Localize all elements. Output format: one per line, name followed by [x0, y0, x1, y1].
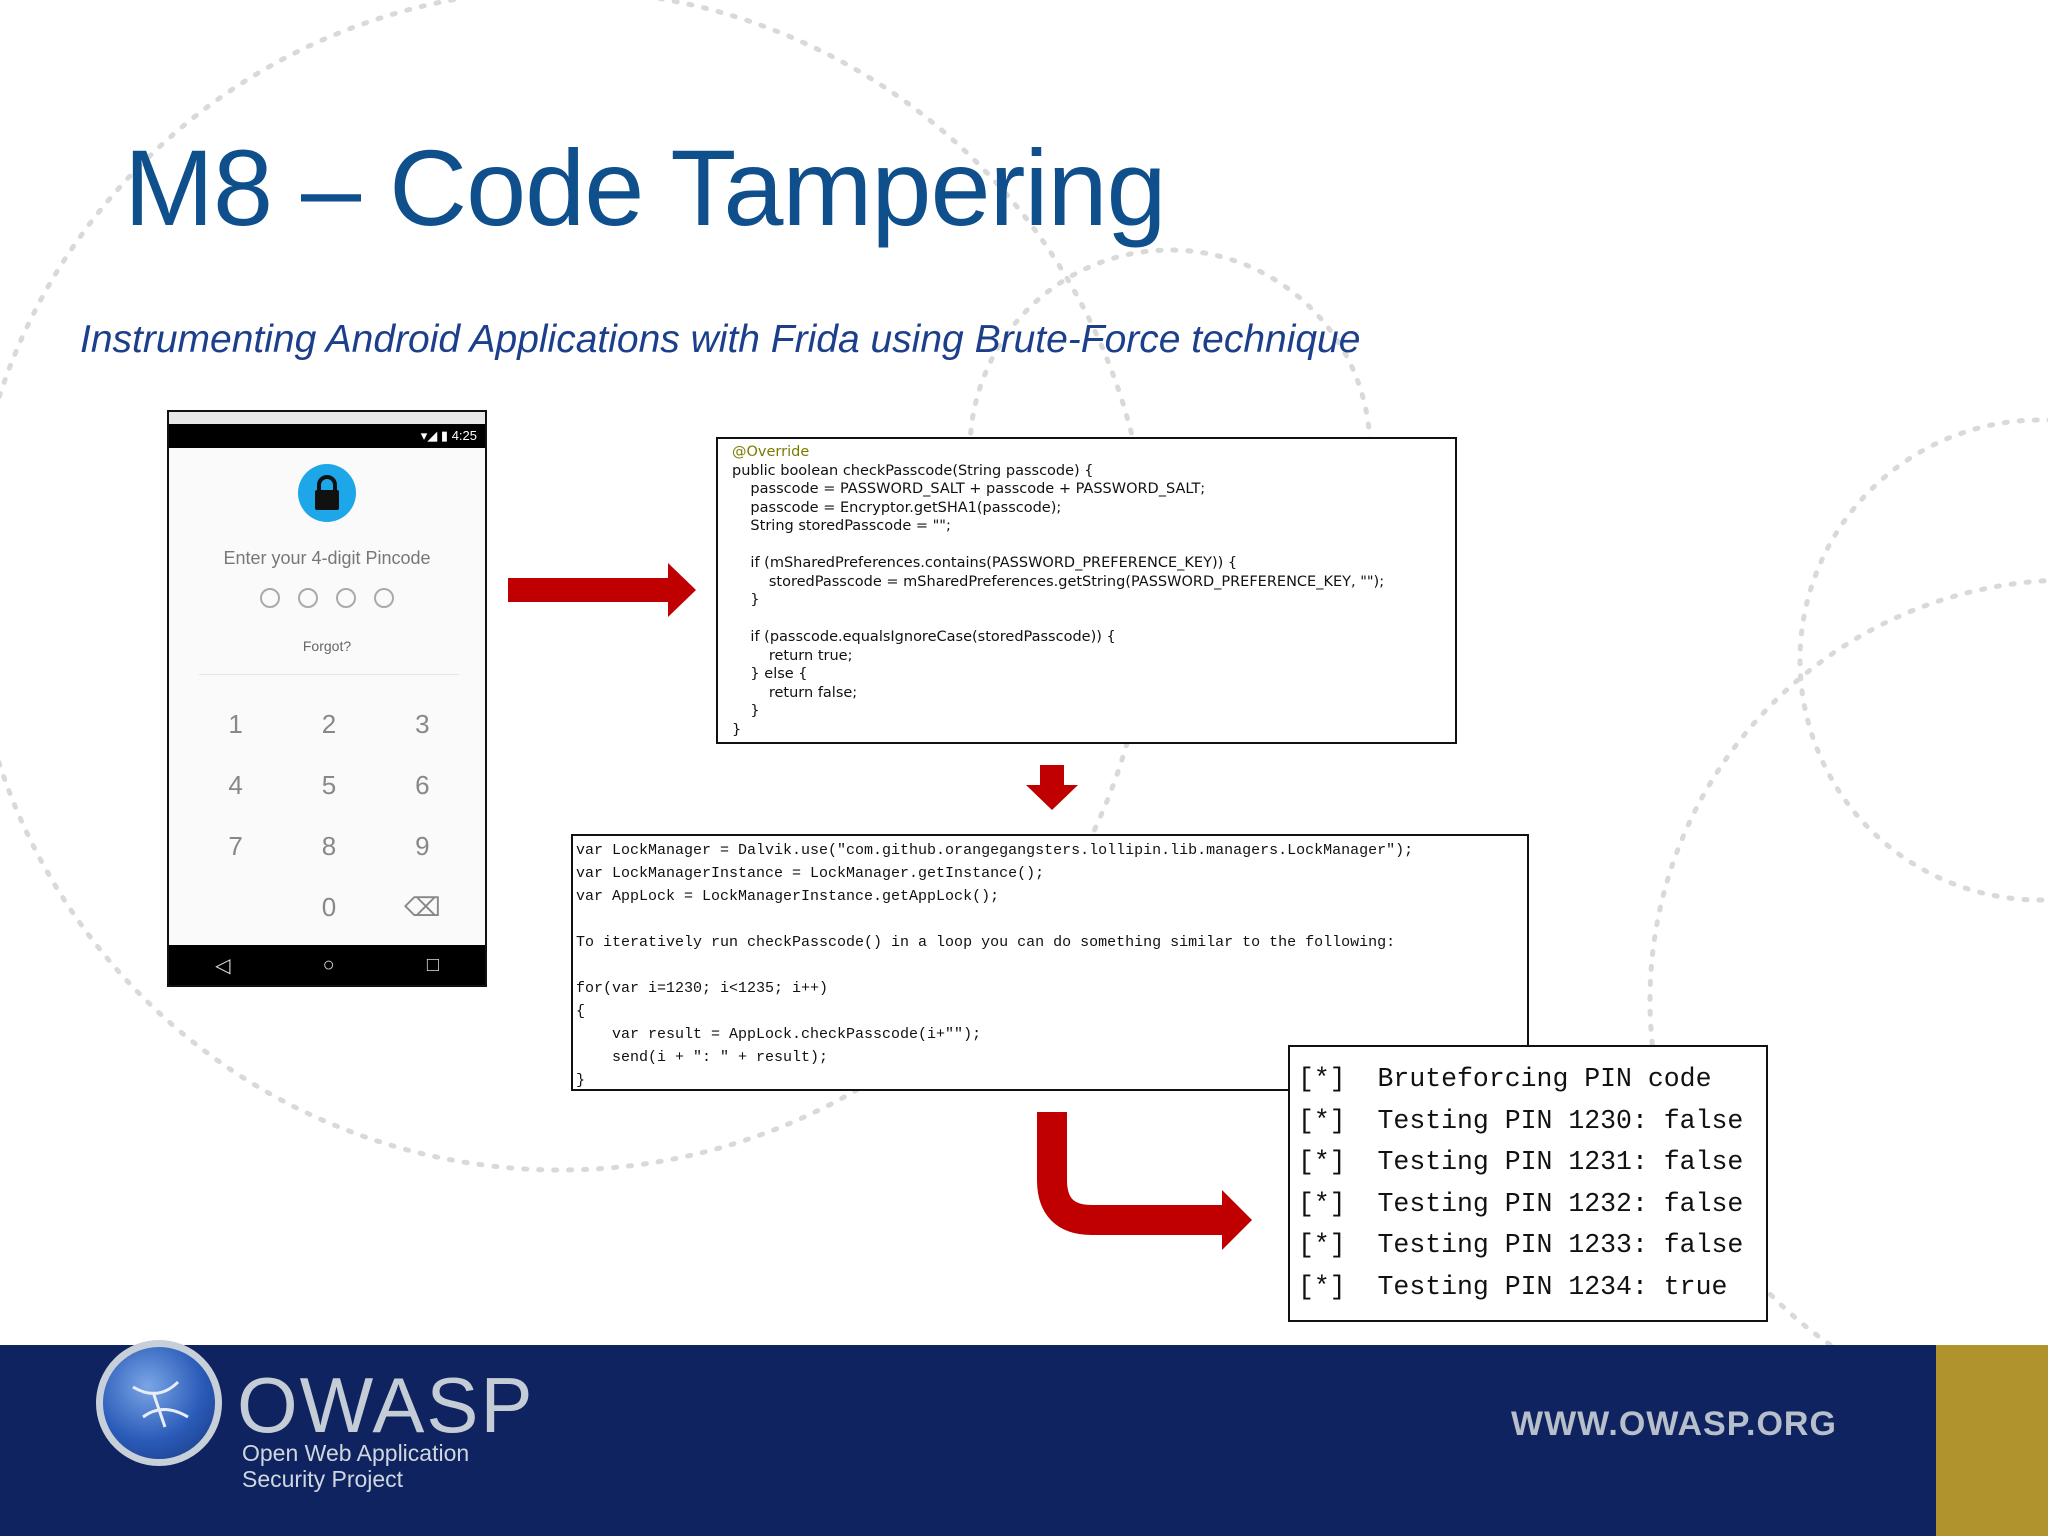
forgot-link[interactable]: Forgot? — [302, 638, 352, 654]
pin-dots — [169, 588, 485, 608]
status-time: 4:25 — [451, 428, 477, 443]
key-3[interactable]: 3 — [415, 709, 430, 739]
window-titlebar — [169, 412, 485, 424]
key-6[interactable]: 6 — [415, 770, 430, 800]
code-line: if (mSharedPreferences.contains(PASSWORD… — [732, 555, 1238, 571]
java-code-snippet: @Override public boolean checkPasscode(S… — [716, 437, 1457, 744]
footer-accent — [1936, 1345, 2048, 1536]
owasp-wordmark: OWASP — [237, 1361, 535, 1449]
code-line: } — [732, 592, 760, 608]
code-line: send(i + ": " + result); — [576, 1049, 829, 1066]
home-icon[interactable]: ○ — [322, 953, 335, 976]
owasp-wasp-logo-icon — [96, 1340, 222, 1466]
code-line: var LockManager = Dalvik.use("com.github… — [576, 842, 1414, 859]
output-line: [*] Testing PIN 1233: false — [1298, 1230, 1744, 1261]
key-0[interactable]: 0 — [321, 892, 337, 922]
owasp-tagline: Open Web Application Security Project — [242, 1440, 469, 1492]
output-line: [*] Testing PIN 1230: false — [1298, 1105, 1744, 1136]
tagline-line-2: Security Project — [242, 1466, 404, 1492]
code-line: @Override — [732, 444, 810, 460]
status-bar: ▾◢ ▮ 4:25 — [169, 424, 485, 448]
code-line: } — [732, 703, 760, 719]
code-line: for(var i=1230; i<1235; i++) — [576, 980, 829, 997]
output-line: [*] Testing PIN 1231: false — [1298, 1147, 1744, 1178]
keypad: 1 2 3 4 5 6 7 8 9 0 ⌫ — [189, 694, 469, 938]
bruteforce-output: [*] Bruteforcing PIN code [*] Testing PI… — [1288, 1045, 1768, 1322]
pin-dot — [298, 588, 318, 608]
key-5[interactable]: 5 — [321, 770, 337, 800]
output-line: [*] Testing PIN 1234: true — [1298, 1271, 1728, 1302]
code-line: var LockManagerInstance = LockManager.ge… — [576, 865, 1045, 882]
code-line: } else { — [732, 666, 808, 682]
key-8[interactable]: 8 — [321, 831, 337, 861]
code-line: storedPasscode = mSharedPreferences.getS… — [732, 573, 1385, 590]
code-line: var AppLock = LockManagerInstance.getApp… — [576, 888, 1000, 905]
key-4[interactable]: 4 — [228, 770, 243, 800]
code-line: return true; — [732, 647, 853, 664]
code-line: String storedPasscode = ""; — [732, 518, 951, 534]
key-2[interactable]: 2 — [321, 709, 337, 739]
tagline-line-1: Open Web Application — [242, 1440, 470, 1466]
output-line: [*] Bruteforcing PIN code — [1298, 1064, 1712, 1094]
key-1[interactable]: 1 — [228, 709, 243, 739]
pin-dot — [374, 588, 394, 608]
code-line: return false; — [732, 684, 858, 701]
pin-dot — [336, 588, 356, 608]
back-icon[interactable]: ◁ — [215, 954, 231, 977]
footer-band — [0, 1345, 2048, 1536]
lock-icon — [298, 464, 356, 522]
recents-icon[interactable]: □ — [426, 953, 439, 976]
code-line: } — [732, 721, 742, 738]
key-9[interactable]: 9 — [415, 831, 430, 861]
output-line: [*] Testing PIN 1232: false — [1298, 1188, 1744, 1219]
slide-title: M8 – Code Tampering — [124, 127, 1167, 248]
code-line: } — [576, 1072, 586, 1089]
code-line: { — [576, 1003, 586, 1020]
footer-url[interactable]: WWW.OWASP.ORG — [1511, 1405, 1837, 1443]
pin-prompt: Enter your 4-digit Pincode — [223, 548, 431, 568]
code-line: if (passcode.equalsIgnoreCase(storedPass… — [732, 629, 1116, 645]
arrow-down-icon — [1026, 765, 1078, 810]
arrow-curved-icon — [1037, 1112, 1225, 1235]
slide-subtitle: Instrumenting Android Applications with … — [80, 318, 1361, 361]
arrow-right-icon — [508, 563, 696, 617]
code-line: var result = AppLock.checkPasscode(i+"")… — [576, 1026, 982, 1043]
android-pin-screen: ▾◢ ▮ 4:25 Enter your 4-digit Pincode For… — [167, 410, 487, 987]
backspace-icon[interactable]: ⌫ — [403, 892, 441, 922]
pin-dot — [260, 588, 280, 608]
code-line: passcode = Encryptor.getSHA1(passcode); — [732, 499, 1062, 516]
code-line: passcode = PASSWORD_SALT + passcode + PA… — [732, 481, 1206, 497]
code-line: public boolean checkPasscode(String pass… — [732, 462, 1094, 479]
android-nav-bar: ◁ ○ □ — [169, 945, 485, 985]
divider — [199, 674, 459, 675]
code-line: To iteratively run checkPasscode() in a … — [576, 934, 1396, 951]
key-7[interactable]: 7 — [228, 831, 243, 861]
